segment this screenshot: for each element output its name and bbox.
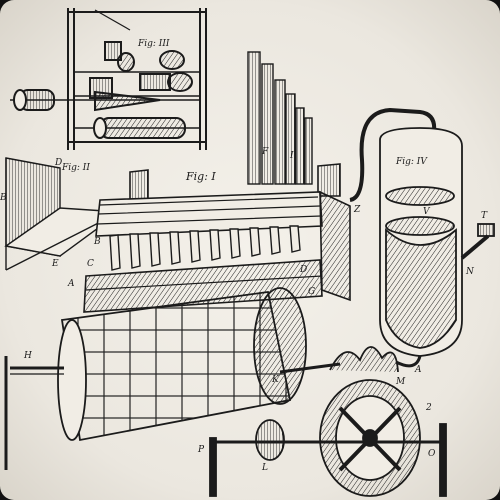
pinned-barrel [4,287,341,470]
letter-A-reservoir: A [414,365,422,375]
letter-D-chest: D [299,265,307,275]
letter-P: P [197,445,205,455]
letter-O: O [428,449,436,459]
letter-B-chest: B [93,237,101,247]
fig3-gear-frame [10,8,207,150]
letter-C: C [87,259,94,269]
letter-H: H [23,351,32,361]
letter-T: T [481,211,488,221]
fig3-label: Fig: III [137,39,170,49]
fig4-label: Fig: IV [395,157,428,167]
letter-Z: Z [353,205,361,215]
letter-K: K [271,375,280,385]
number-2: 2 [425,403,432,413]
letter-N: N [465,267,475,277]
letter-G: G [308,287,315,297]
letter-M: M [395,377,406,387]
fig2-label: Fig: II [61,163,90,173]
letter-E: E [51,259,59,269]
water-wheel [209,346,447,497]
letter-F: F [261,147,269,157]
fig1-label: Fig: I [185,170,216,183]
letter-A-keys: A [67,279,75,289]
letter-I: I [289,151,294,161]
fig4-reservoir [349,107,495,368]
organ-pipes [247,51,313,185]
letter-B-screen: B [0,193,7,203]
fig2-screen [4,157,122,271]
letter-D-screen: D [54,158,62,168]
letter-V: V [423,207,431,217]
letter-L: L [261,463,268,473]
